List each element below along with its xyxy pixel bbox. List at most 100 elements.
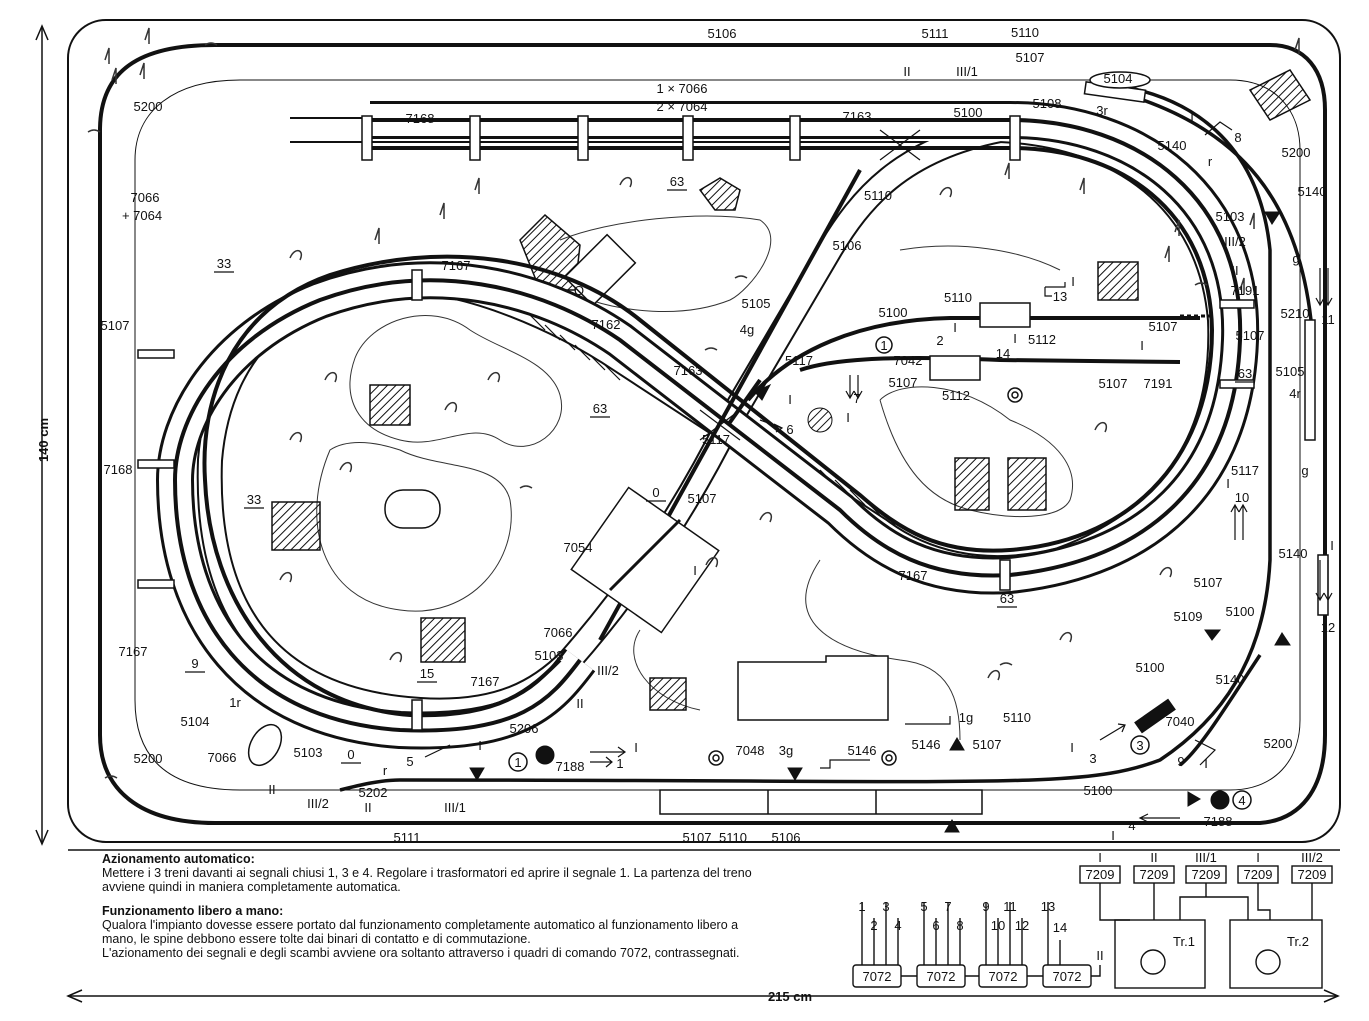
- track-label: 5117: [785, 353, 813, 368]
- wire-number: 14: [1053, 920, 1067, 935]
- switchboard-label: 7072: [1053, 969, 1082, 984]
- control-panel: [852, 865, 1333, 989]
- track-label: 5200: [1264, 736, 1293, 751]
- track-label: 5110: [1003, 710, 1031, 725]
- track-label: 5106: [772, 830, 801, 845]
- circuit-label: III/2: [1224, 234, 1246, 249]
- instructions: Azionamento automatico: Mettere i 3 tren…: [102, 852, 762, 970]
- contact-label: 1: [514, 755, 521, 770]
- track-label: 7163: [674, 363, 703, 378]
- circuit-box-label: 7209: [1298, 867, 1327, 882]
- circuit-label: III/2: [307, 796, 329, 811]
- track-label: 7168: [104, 462, 133, 477]
- track-label: 5110: [1011, 25, 1039, 40]
- track-label: 5106: [708, 26, 737, 41]
- circuit-label: II: [1150, 850, 1157, 865]
- track-label: 5107: [1149, 319, 1178, 334]
- height-marker: 1r: [229, 695, 241, 710]
- height-marker: 33: [217, 256, 231, 271]
- auto-title: Azionamento automatico:: [102, 852, 255, 866]
- contact-label: I: [1190, 110, 1194, 125]
- wire-number: 2: [870, 918, 877, 933]
- manual-text-2: L'azionamento dei segnali e degli scambi…: [102, 946, 740, 960]
- circuit-box-label: 7209: [1244, 867, 1273, 882]
- contact-label: 1: [880, 338, 887, 353]
- track-label: 5105: [1276, 364, 1305, 379]
- track-label: 7191: [1144, 376, 1173, 391]
- height-marker: g: [1301, 463, 1308, 478]
- track-label: 5103: [294, 745, 323, 760]
- track-label: 5111: [394, 830, 421, 845]
- circuit-label: III/1: [1195, 850, 1217, 865]
- signal-labels: II III/1 I 8 III/2 II I 11 I 13 I 1 2 I …: [268, 64, 1335, 843]
- track-label: 5100: [1136, 660, 1165, 675]
- track-label: 5200: [134, 751, 163, 766]
- viaduct-piers: [137, 115, 1255, 731]
- contact-label: 3: [1136, 738, 1143, 753]
- wire-number: 10: [991, 918, 1005, 933]
- track-label: 5107: [688, 491, 717, 506]
- circuit-label: II: [364, 800, 371, 815]
- height-marker: 33: [247, 492, 261, 507]
- contact-label: I: [693, 563, 697, 578]
- track-label: 5107: [1236, 328, 1265, 343]
- track-label: 7167: [471, 674, 500, 689]
- height-marker: r: [1208, 154, 1213, 169]
- lower-oval-track: [155, 101, 1260, 750]
- transformer-label: Tr.2: [1287, 934, 1309, 949]
- track-label: 7040: [1166, 714, 1195, 729]
- track-label: 5210: [1281, 306, 1310, 321]
- contact-label: I: [1204, 756, 1208, 771]
- height-marker: 15: [420, 666, 434, 681]
- wire-number: 1: [858, 899, 865, 914]
- station-building: [384, 233, 889, 721]
- track-label: 7167: [119, 644, 148, 659]
- height-dimension-label: 140 cm: [36, 418, 51, 462]
- track-label: 5109: [1174, 609, 1203, 624]
- contact-label: I: [1330, 538, 1334, 553]
- wire-number: 9: [982, 899, 989, 914]
- track-label: 5110: [944, 290, 972, 305]
- uncoupling-tracks: [247, 71, 1176, 767]
- track-label: 5107: [973, 737, 1002, 752]
- track-label: 5110: [719, 830, 747, 845]
- contact-label: I: [788, 392, 792, 407]
- track-label: 5200: [1282, 145, 1311, 160]
- auto-text: Mettere i 3 treni davanti ai segnali chi…: [102, 866, 752, 894]
- wire-number: 5: [920, 899, 927, 914]
- contact-label: 4: [1238, 793, 1245, 808]
- track-label: 5106: [833, 238, 862, 253]
- track-label: 5206: [510, 721, 539, 736]
- track-label: 7167: [899, 568, 928, 583]
- track-label: 5107: [683, 830, 712, 845]
- track-label: 5146: [848, 743, 877, 758]
- contact-label: I: [1070, 740, 1074, 755]
- contact-label: 2: [936, 333, 943, 348]
- contact-label: 14: [996, 346, 1010, 361]
- circuit-label: II: [1231, 263, 1238, 278]
- track-label: 5107: [1016, 50, 1045, 65]
- height-marker-bars: [185, 189, 1255, 764]
- track-label: 5100: [879, 305, 908, 320]
- track-label: + 7064: [122, 208, 162, 223]
- wire-number: 7: [944, 899, 951, 914]
- track-label: 5111: [922, 26, 949, 41]
- track-label: 5103: [535, 648, 564, 663]
- height-marker: r: [383, 763, 388, 778]
- track-label: 5140: [1298, 184, 1327, 199]
- track-label: 5107: [1194, 575, 1223, 590]
- contact-label: 4: [1128, 818, 1135, 833]
- track-label: 4r: [1289, 386, 1301, 401]
- track-label: 7191: [1231, 283, 1260, 298]
- track-label: 5140: [1279, 546, 1308, 561]
- track-label: 5107: [1099, 376, 1128, 391]
- track-label: 7048: [736, 743, 765, 758]
- wire-number: 6: [932, 918, 939, 933]
- manual-title: Funzionamento libero a mano:: [102, 904, 284, 918]
- wire-number: 13: [1041, 899, 1055, 914]
- contact-circles: [508, 336, 1252, 810]
- transformer-label: Tr.1: [1173, 934, 1195, 949]
- wire-number: 3: [882, 899, 889, 914]
- wire-number: 8: [956, 918, 963, 933]
- track-label: 5112: [1028, 332, 1056, 347]
